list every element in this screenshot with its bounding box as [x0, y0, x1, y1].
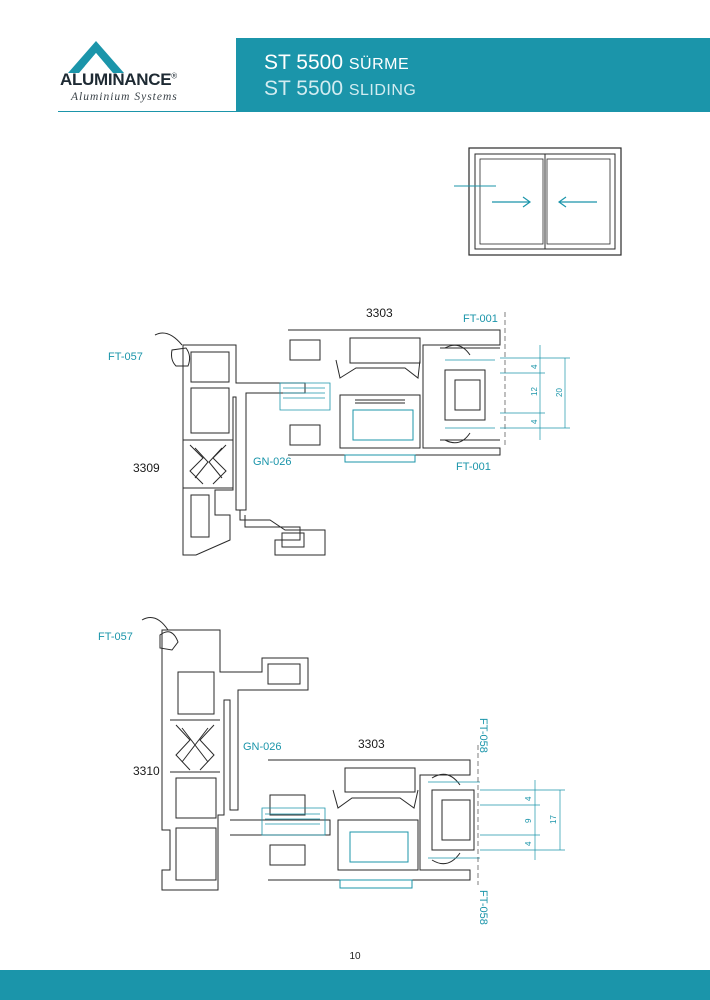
- dim-4-top: 4: [524, 796, 533, 801]
- dim-4-top: 4: [530, 364, 539, 369]
- label-3309: 3309: [133, 461, 160, 475]
- label-3310: 3310: [133, 764, 160, 778]
- dim-20-total: 20: [555, 388, 564, 397]
- triangle-logo-icon: [68, 41, 124, 73]
- label-ft058-bottom: FT-058: [477, 890, 489, 925]
- arrow-right-icon: [492, 196, 532, 208]
- brand-name: ALUMINANCE®: [60, 70, 177, 89]
- dim-12: 12: [530, 387, 539, 396]
- label-3303: 3303: [358, 737, 385, 751]
- page-title-en: ST 5500 SLIDING: [264, 77, 417, 100]
- section-detail-2: 4 9 4 17 FT-057 GN-026 3303 3310 FT-058 …: [98, 617, 565, 925]
- brand-tagline: Aluminium Systems: [71, 91, 178, 103]
- dim-9: 9: [524, 818, 533, 823]
- page-number: 10: [349, 951, 361, 962]
- arrow-left-icon: [557, 196, 597, 208]
- label-gn026: GN-026: [243, 741, 282, 753]
- brand-logo: ALUMINANCE® Aluminium Systems: [58, 38, 236, 112]
- dim-17-total: 17: [549, 815, 558, 824]
- sliding-window-elevation: [454, 147, 622, 256]
- dim-4-bottom: 4: [530, 419, 539, 424]
- label-ft001-bottom: FT-001: [456, 461, 491, 473]
- page-header: ALUMINANCE® Aluminium Systems ST 5500 SÜ…: [0, 0, 710, 120]
- label-ft058-top: FT-058: [477, 718, 489, 753]
- label-3303: 3303: [366, 306, 393, 320]
- section-detail-1: 4 12 4 20 FT-057 3303 FT-001 FT-001 3309…: [108, 306, 570, 556]
- label-ft057: FT-057: [98, 631, 133, 643]
- label-gn026: GN-026: [253, 456, 292, 468]
- footer-band: [0, 970, 710, 1000]
- label-ft001-top: FT-001: [463, 313, 498, 325]
- title-band: ST 5500 SÜRME ST 5500 SLIDING: [236, 38, 710, 112]
- page-title-tr: ST 5500 SÜRME: [264, 51, 410, 74]
- label-ft057: FT-057: [108, 351, 143, 363]
- dim-4-bottom: 4: [524, 841, 533, 846]
- header-divider: [58, 111, 710, 112]
